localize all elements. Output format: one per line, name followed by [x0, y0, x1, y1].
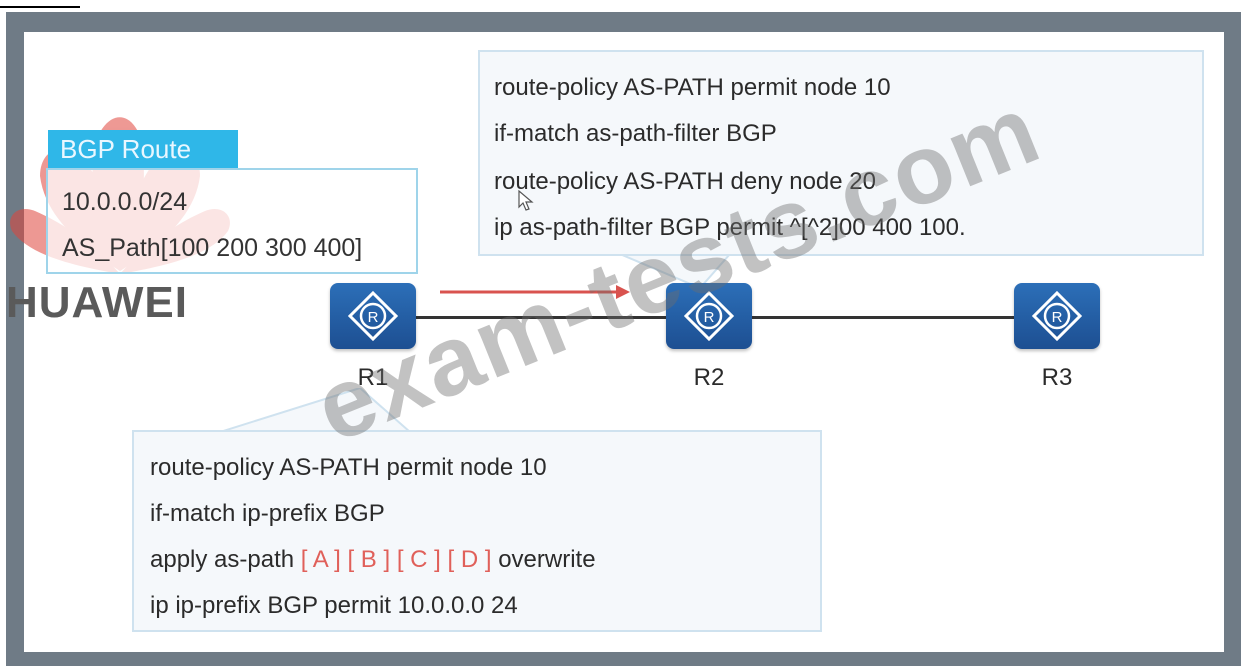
- bgp-route-box: 10.0.0.0/24 AS_Path[100 200 300 400]: [46, 168, 418, 274]
- router-r3-label: R3: [1041, 364, 1073, 391]
- apply-line-4: ip ip-prefix BGP permit 10.0.0.0 24: [150, 592, 518, 619]
- router-r1-label: R1: [357, 364, 389, 391]
- router-icon: R: [684, 291, 734, 341]
- policy-line-3: route-policy AS-PATH deny node 20: [494, 168, 876, 195]
- router-icon: R: [348, 291, 398, 341]
- route-as-path: AS_Path[100 200 300 400]: [62, 234, 363, 262]
- top-callout-pointer: [620, 254, 730, 290]
- route-prefix: 10.0.0.0/24: [62, 188, 188, 216]
- router-r2-label: R2: [693, 364, 725, 391]
- policy-line-2: if-match as-path-filter BGP: [494, 120, 777, 147]
- policy-line-4: ip as-path-filter BGP permit ^[^2]00 400…: [494, 214, 966, 241]
- blank-d[interactable]: [ D ]: [447, 546, 492, 573]
- advertise-arrow-icon: [440, 285, 630, 299]
- router-r3[interactable]: R: [1014, 283, 1100, 349]
- svg-text:R: R: [1052, 309, 1063, 326]
- bottom-callout: route-policy AS-PATH permit node 10 if-m…: [132, 430, 822, 632]
- link-r1-r2: [416, 316, 668, 319]
- policy-line-1: route-policy AS-PATH permit node 10: [494, 74, 891, 101]
- apply-line-2: if-match ip-prefix BGP: [150, 500, 385, 527]
- bgp-route-title: BGP Route: [48, 130, 238, 168]
- blank-c[interactable]: [ C ]: [396, 546, 441, 573]
- top-rule: [0, 6, 80, 8]
- svg-text:R: R: [704, 309, 715, 326]
- apply-prefix: apply as-path: [150, 546, 301, 573]
- top-callout: route-policy AS-PATH permit node 10 if-m…: [478, 50, 1204, 256]
- huawei-logo-text: HUAWEI: [6, 278, 188, 327]
- router-r1[interactable]: R: [330, 283, 416, 349]
- router-icon: R: [1032, 291, 1082, 341]
- link-r2-r3: [750, 316, 1018, 319]
- svg-text:R: R: [368, 309, 379, 326]
- router-r2[interactable]: R: [666, 283, 752, 349]
- apply-line-1: route-policy AS-PATH permit node 10: [150, 454, 547, 481]
- mouse-cursor-icon: [518, 190, 534, 211]
- blank-a[interactable]: [ A ]: [300, 546, 341, 573]
- apply-suffix: overwrite: [491, 546, 596, 573]
- apply-line-3: apply as-path [ A ] [ B ] [ C ] [ D ] ov…: [150, 546, 596, 574]
- blank-b[interactable]: [ B ]: [347, 546, 391, 573]
